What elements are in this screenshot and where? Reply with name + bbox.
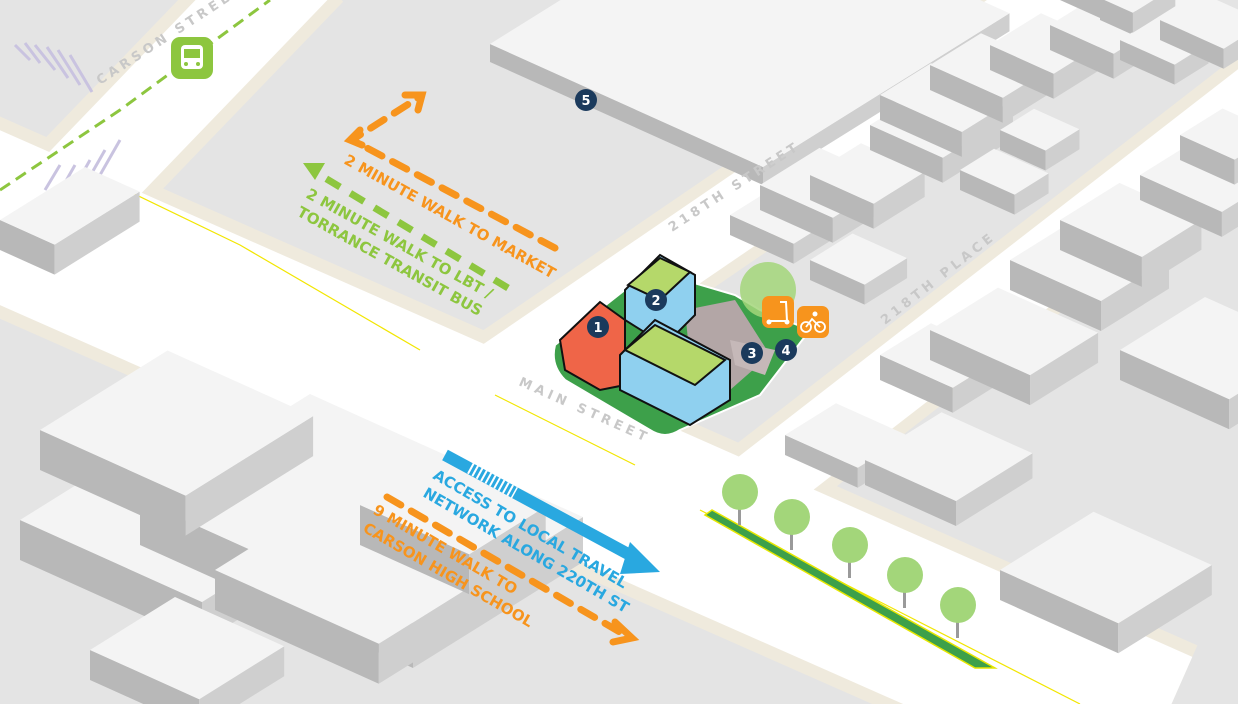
map-marker-3[interactable]: 3 xyxy=(741,342,763,364)
map-marker-4[interactable]: 4 xyxy=(775,339,797,361)
svg-text:5: 5 xyxy=(581,94,590,109)
townhouses xyxy=(619,253,731,427)
street-trees xyxy=(722,474,976,638)
building-block xyxy=(1160,0,1238,69)
bus-walk-arrow xyxy=(303,163,510,291)
travel-network-arrow xyxy=(442,449,660,574)
project-site xyxy=(552,253,812,436)
building-block xyxy=(90,597,285,704)
building-block xyxy=(865,412,1033,526)
map-marker-1[interactable]: 1 xyxy=(587,316,609,338)
building-block xyxy=(360,457,546,595)
building-block xyxy=(930,287,1099,406)
bus-icon xyxy=(171,37,213,79)
landscape-strip xyxy=(703,474,998,669)
svg-text:2: 2 xyxy=(651,294,660,309)
svg-text:4: 4 xyxy=(781,344,790,359)
building-block xyxy=(0,167,140,275)
map-marker-5[interactable]: 5 xyxy=(575,89,597,111)
scooter-icon xyxy=(762,296,794,328)
school-walk-arrow xyxy=(383,493,640,646)
building-block xyxy=(1060,182,1202,287)
building-block xyxy=(40,350,314,536)
building-block xyxy=(215,490,507,684)
svg-text:3: 3 xyxy=(747,347,756,362)
building-block xyxy=(1120,297,1238,430)
bicycle-icon xyxy=(797,306,829,338)
svg-text:1: 1 xyxy=(593,321,602,336)
building-block xyxy=(1000,511,1212,654)
building-block xyxy=(960,148,1049,215)
building-block xyxy=(810,143,925,229)
building-block xyxy=(1000,108,1080,171)
map-marker-2[interactable]: 2 xyxy=(645,289,667,311)
building-block xyxy=(1060,0,1176,33)
building-block xyxy=(1180,108,1238,185)
market-walk-arrow xyxy=(343,91,559,252)
building-block xyxy=(810,233,908,305)
